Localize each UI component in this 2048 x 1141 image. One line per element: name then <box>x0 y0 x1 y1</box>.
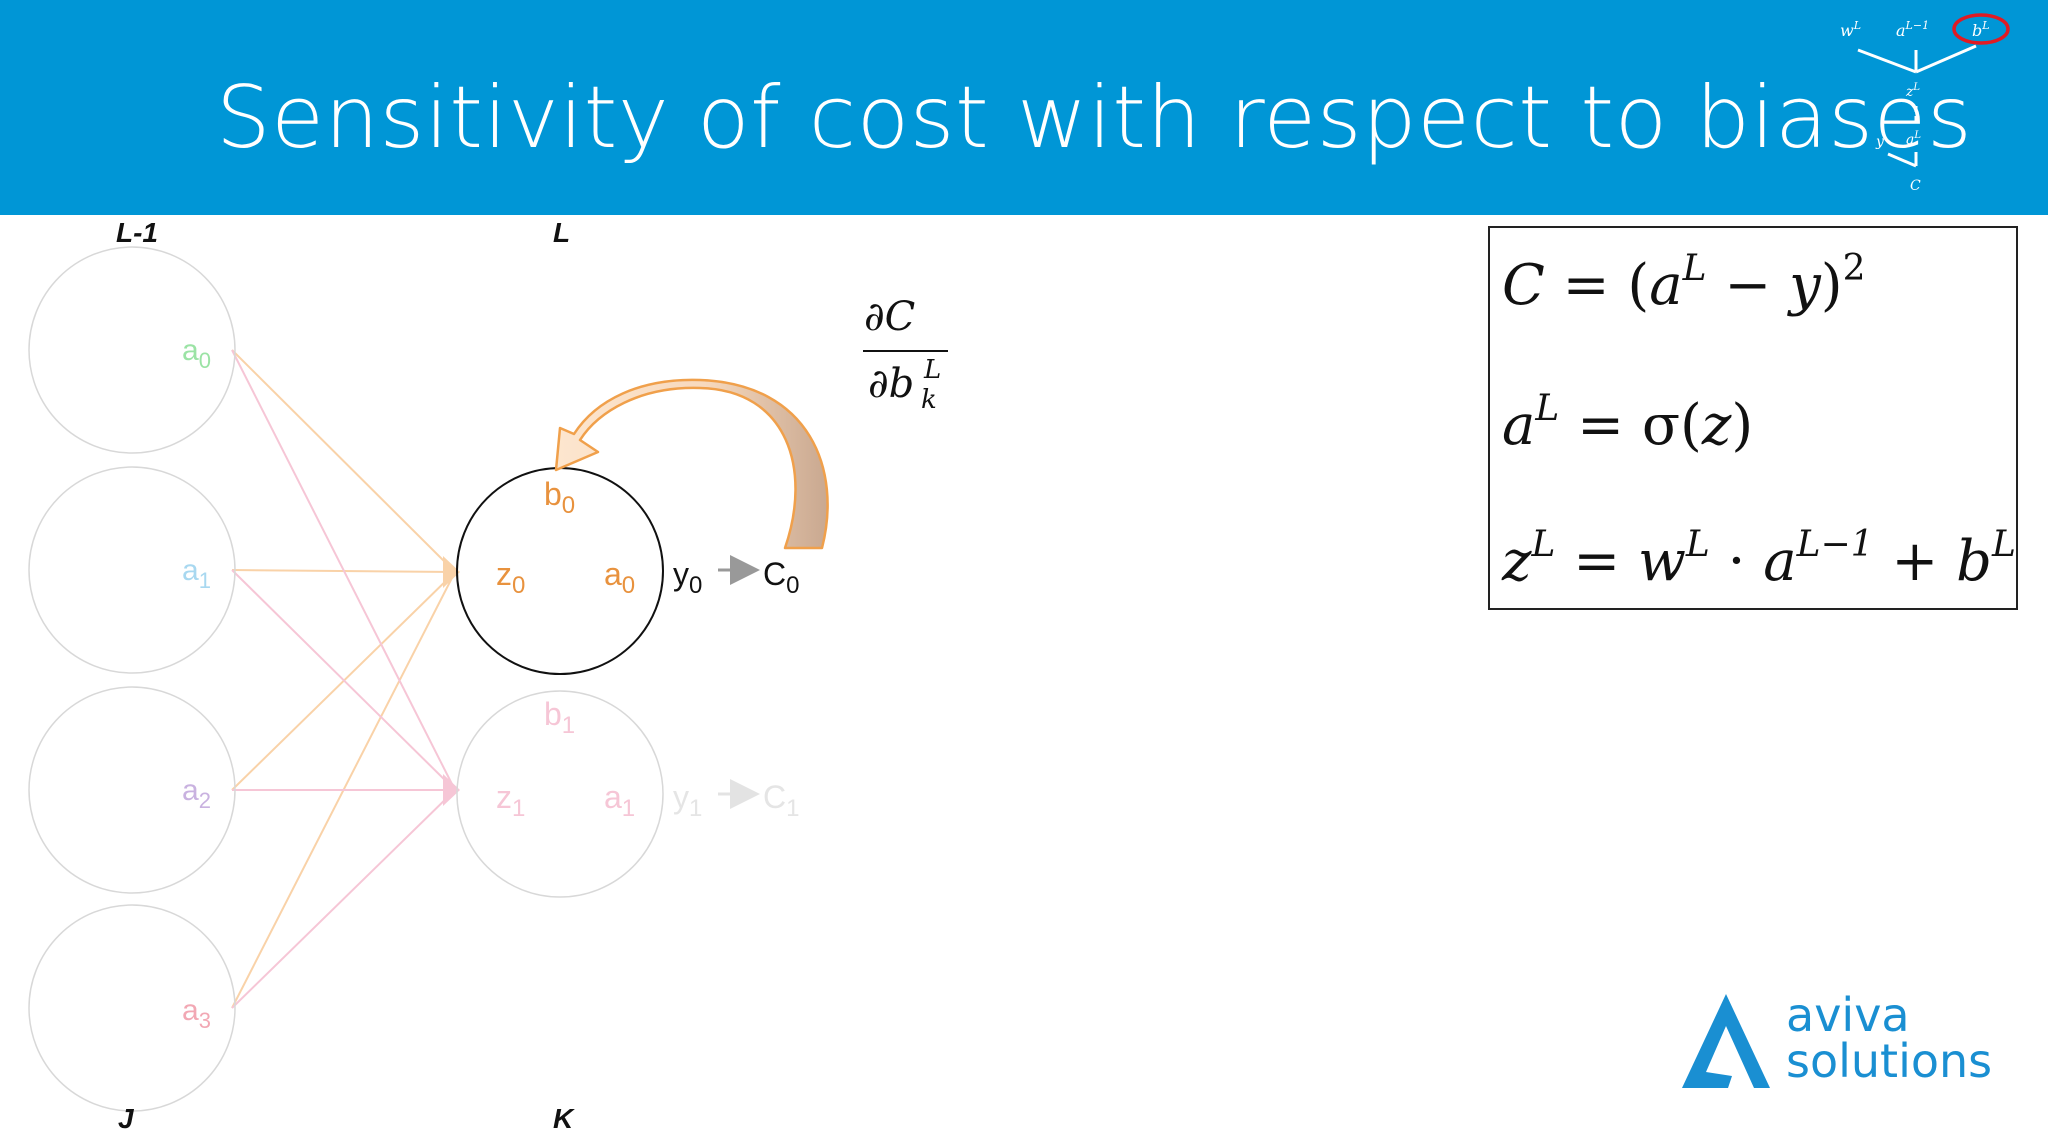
cost-formula: C = (aL − y)2 <box>1502 248 1866 318</box>
prev-activation-3: a3 <box>182 994 211 1033</box>
curr-neuron-1 <box>456 690 664 898</box>
page-title: Sensitivity of cost with respect to bias… <box>216 68 1973 168</box>
mini-b: bL <box>1972 19 1990 40</box>
logo-mark-icon <box>1682 994 1770 1088</box>
dependency-graph: wL aL−1 bL zL y aL C <box>1840 13 2010 194</box>
cost-0: C0 <box>763 556 799 599</box>
bias-highlight-circle <box>1952 13 2010 45</box>
z-0: z0 <box>496 556 525 599</box>
derivative-den-sub: k <box>921 385 937 415</box>
bias-1: b1 <box>544 696 575 739</box>
mini-c: C <box>1910 178 1921 194</box>
backprop-curved-arrow <box>554 378 829 550</box>
activation-formula: aL = σ(z) <box>1502 388 1754 458</box>
weighted-sum-formula: zL = wL · aL−1 + bL <box>1502 524 2016 594</box>
derivative-denominator: ∂b <box>868 361 914 407</box>
derivative-den-sup: L <box>923 355 941 385</box>
mini-aL: aL <box>1906 130 1921 148</box>
a-1: a1 <box>604 779 635 822</box>
network-diagram: a0 a1 a2 a3 b0 z0 a0 y0 C0 b1 z1 a1 y1 C… <box>28 217 948 1134</box>
bias-0: b0 <box>544 476 575 519</box>
derivative-numerator: ∂C <box>864 294 915 340</box>
prev-activation-0: a0 <box>182 334 211 373</box>
prev-activation-2: a2 <box>182 774 211 813</box>
layer-label-prev: L-1 <box>116 217 158 248</box>
connections-to-z1 <box>231 349 456 1009</box>
z-1: z1 <box>496 779 525 822</box>
mini-w: wL <box>1840 19 1861 40</box>
prev-neuron-1 <box>28 466 236 674</box>
mini-y: y <box>1875 134 1885 150</box>
a-0: a0 <box>604 556 635 599</box>
prev-neuron-3 <box>28 904 236 1112</box>
mini-z: zL <box>1905 82 1920 100</box>
prev-activation-1: a1 <box>182 554 211 593</box>
company-logo: aviva solutions <box>1676 990 2016 1100</box>
layer-label-curr: L <box>553 217 570 248</box>
prev-neuron-2 <box>28 686 236 894</box>
layer-index-k: K <box>553 1103 575 1134</box>
formula-box: C = (aL − y)2 aL = σ(z) zL = wL · aL−1 +… <box>1488 226 2018 610</box>
title-banner: Sensitivity of cost with respect to bias… <box>0 0 2048 215</box>
y-0: y0 <box>673 556 702 599</box>
logo-text: aviva solutions <box>1786 988 1993 1088</box>
input-arrowhead-z0 <box>443 556 460 588</box>
mini-a: aL−1 <box>1896 19 1929 40</box>
cost-1: C1 <box>763 779 799 822</box>
layer-index-j: J <box>118 1103 135 1134</box>
prev-neuron-0 <box>28 246 236 454</box>
input-arrowhead-z1 <box>443 774 460 806</box>
y-1: y1 <box>673 779 702 822</box>
